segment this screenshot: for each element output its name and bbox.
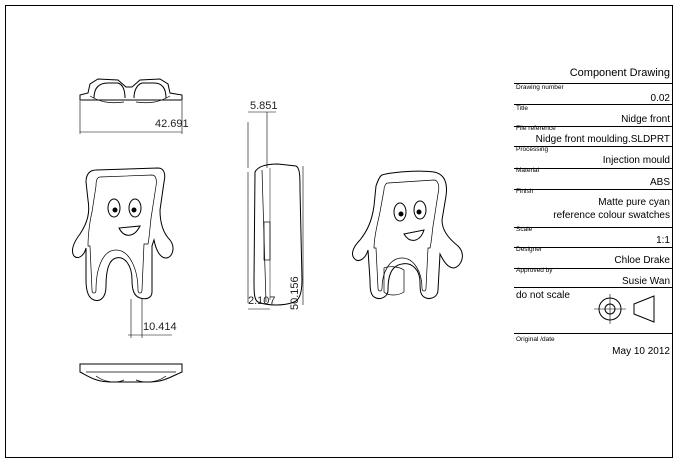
drawing-number-caption: Drawing number [516,84,564,91]
note-row: do not scale [514,287,672,334]
dimension-leg-width: 10.414 [143,321,177,333]
drawing-heading: Component Drawing [569,67,670,79]
scale-value: 1:1 [656,235,670,246]
title-row: Title Nidge front [514,104,672,127]
isometric-view [352,170,463,299]
designer-caption: Designer [516,246,543,253]
designer-value: Chloe Drake [614,255,670,266]
scale-note: do not scale [516,290,570,301]
finish-value-line2: reference colour swatches [553,210,670,221]
bottom-view [79,363,183,383]
approved-value: Susie Wan [622,276,670,287]
finish-value-line1: Matte pure cyan [598,197,670,208]
scale-row: Scale 1:1 [514,226,672,248]
side-view [247,111,304,310]
approved-caption: Approved by [516,267,553,274]
dimension-height-side: 50.156 [289,276,301,310]
processing-caption: Processing [516,146,549,153]
processing-row: Processing Injection mould [514,146,672,169]
title-caption: Title [516,105,529,112]
drawing-number-row: Drawing number 0.02 [514,83,672,105]
title-block-heading-row: Component Drawing [514,63,672,84]
designer-row: Designer Chloe Drake [514,246,672,269]
third-angle-projection-icon [594,294,655,324]
material-row: Material ABS [514,167,672,190]
approved-row: Approved by Susie Wan [514,267,672,288]
file-reference-value: Nidge front moulding.SLDPRT [535,134,670,145]
front-view [71,167,174,338]
material-value: ABS [649,177,670,188]
drawing-number-value: 0.02 [650,93,670,104]
date-row: Original /date May 10 2012 [514,333,672,363]
date-value: May 10 2012 [612,346,670,357]
finish-caption: Finish [516,188,534,195]
material-caption: Material [516,167,540,174]
top-view [79,78,183,134]
date-caption: Original /date [516,336,555,343]
file-reference-row: File reference Nidge front moulding.SLDP… [514,125,672,147]
finish-row: Finish Matte pure cyan reference colour … [514,188,672,228]
title-value: Nidge front [621,114,670,125]
drawing-border [5,5,673,458]
scale-caption: Scale [516,226,533,233]
dimension-thickness-top: 5.851 [250,100,278,112]
dimension-offset-small: 2.107 [248,295,276,307]
file-reference-caption: File reference [516,125,556,132]
dimension-width-top: 42.691 [155,118,189,130]
processing-value: Injection mould [602,155,670,166]
